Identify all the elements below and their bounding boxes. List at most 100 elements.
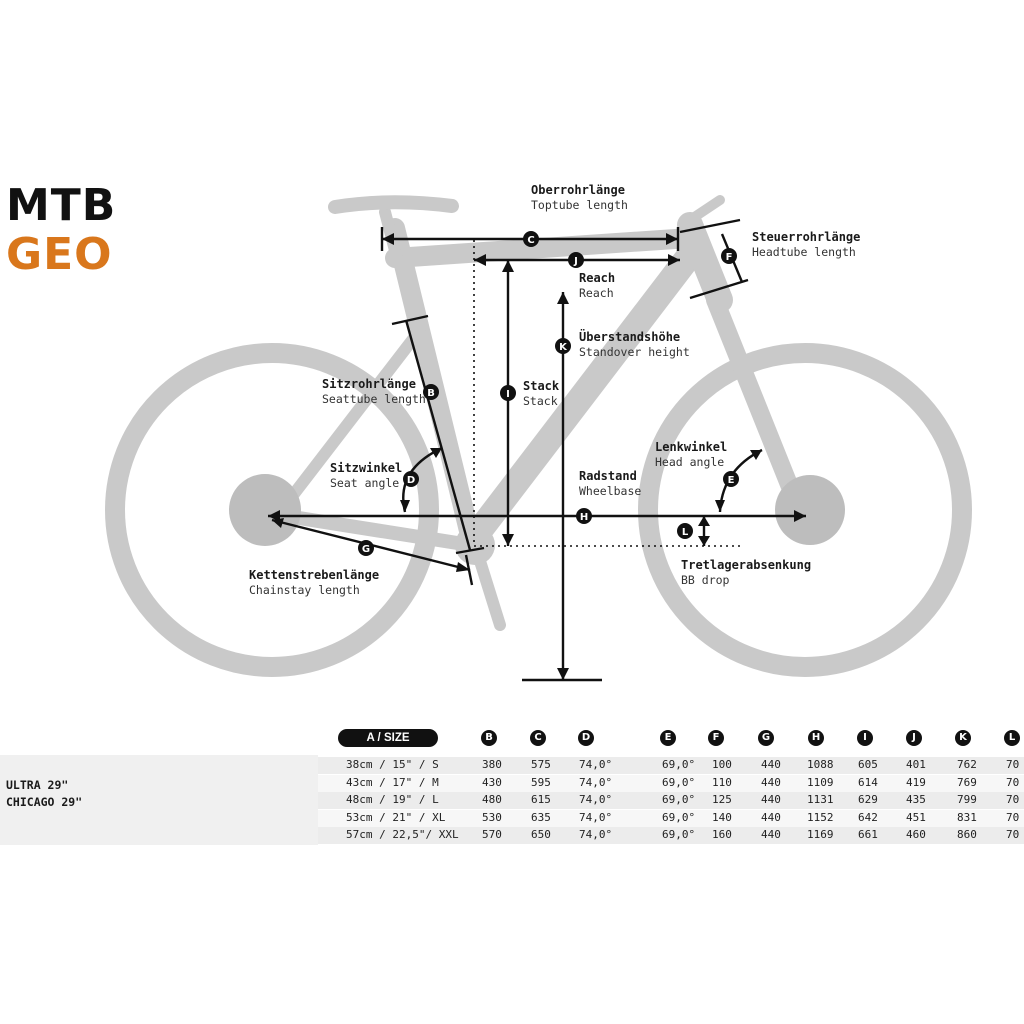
svg-text:C: C bbox=[527, 235, 534, 246]
label-de: Reach bbox=[579, 271, 616, 285]
value-cell-i: 629 bbox=[858, 793, 878, 806]
table-row-band bbox=[318, 827, 1024, 844]
svg-text:K: K bbox=[559, 342, 568, 353]
badge-h: H bbox=[576, 508, 592, 524]
value-cell-e: 69,0° bbox=[662, 793, 696, 806]
value-cell-h: 1169 bbox=[807, 828, 834, 841]
value-cell-j: 435 bbox=[906, 793, 926, 806]
value-cell-k: 762 bbox=[957, 758, 977, 771]
svg-text:D: D bbox=[407, 475, 415, 486]
value-cell-c: 575 bbox=[531, 758, 551, 771]
chain-stay bbox=[273, 508, 477, 552]
value-cell-b: 570 bbox=[482, 828, 502, 841]
label-toptube: Oberrohrlänge Toptube length bbox=[531, 183, 628, 213]
size-cell: 48cm / 19" / L bbox=[346, 793, 439, 806]
svg-text:E: E bbox=[728, 475, 735, 486]
value-cell-b: 380 bbox=[482, 758, 502, 771]
svg-text:F: F bbox=[726, 252, 733, 263]
label-de: Stack bbox=[523, 379, 560, 393]
label-chainstay: Kettenstrebenlänge Chainstay length bbox=[249, 568, 379, 598]
label-de: Oberrohrlänge bbox=[531, 183, 625, 197]
column-badge-b: B bbox=[481, 730, 497, 746]
value-cell-e: 69,0° bbox=[662, 758, 696, 771]
seat-tube bbox=[385, 218, 480, 545]
label-en: BB drop bbox=[681, 573, 730, 587]
label-wheelbase: Radstand Wheelbase bbox=[579, 469, 641, 499]
value-cell-b: 430 bbox=[482, 775, 502, 789]
value-cell-g: 440 bbox=[761, 793, 781, 806]
svg-text:H: H bbox=[580, 512, 588, 523]
table-row-band bbox=[318, 774, 1024, 792]
arrowheads bbox=[268, 233, 806, 680]
badge-e: E bbox=[723, 471, 739, 487]
saddle bbox=[328, 195, 459, 214]
value-cell-i: 605 bbox=[858, 758, 878, 771]
label-de: Steuerrohrlänge bbox=[752, 230, 861, 244]
column-badge-e: E bbox=[660, 730, 676, 746]
value-cell-j: 401 bbox=[906, 758, 926, 771]
badge-f: F bbox=[721, 248, 737, 264]
value-cell-e: 69,0° bbox=[662, 775, 696, 789]
label-seattube: Sitzrohrlänge Seattube length bbox=[322, 377, 426, 407]
size-cell: 43cm / 17" / M bbox=[346, 775, 439, 789]
label-stack: Stack Stack bbox=[523, 379, 559, 409]
value-cell-c: 635 bbox=[531, 810, 551, 824]
svg-text:I: I bbox=[506, 389, 510, 400]
value-cell-f: 110 bbox=[712, 775, 732, 789]
column-badge-l: L bbox=[1004, 730, 1020, 746]
value-cell-g: 440 bbox=[761, 810, 781, 824]
size-cell: 53cm / 21" / XL bbox=[346, 810, 446, 824]
value-cell-l: 70 bbox=[1006, 810, 1020, 824]
badge-g: G bbox=[358, 540, 374, 556]
value-cell-g: 440 bbox=[761, 758, 781, 771]
label-headtube: Steuerrohrlänge Headtube length bbox=[752, 230, 860, 260]
label-de: Kettenstrebenlänge bbox=[249, 568, 380, 582]
value-cell-l: 70 bbox=[1006, 758, 1020, 771]
value-cell-g: 440 bbox=[761, 775, 781, 789]
label-en: Wheelbase bbox=[579, 484, 642, 498]
badge-l: L bbox=[677, 523, 693, 539]
value-cell-c: 615 bbox=[531, 793, 551, 806]
value-cell-k: 831 bbox=[957, 810, 977, 824]
title-mtb: MTB bbox=[6, 180, 117, 231]
label-en: Chainstay length bbox=[249, 583, 360, 597]
badge-k: K bbox=[555, 338, 571, 354]
value-cell-b: 530 bbox=[482, 810, 502, 824]
label-en: Stack bbox=[523, 394, 558, 408]
label-reach: Reach Reach bbox=[579, 271, 615, 301]
value-cell-i: 661 bbox=[858, 828, 878, 841]
value-cell-c: 650 bbox=[531, 828, 551, 841]
chainring bbox=[455, 525, 495, 565]
value-cell-k: 860 bbox=[957, 828, 977, 841]
badge-j: J bbox=[568, 252, 584, 268]
value-cell-l: 70 bbox=[1006, 828, 1020, 841]
model-panel: ULTRA 29" CHICAGO 29" bbox=[0, 755, 318, 845]
size-cell: 38cm / 15" / S bbox=[346, 758, 439, 771]
label-en: Toptube length bbox=[531, 198, 628, 212]
value-cell-l: 70 bbox=[1006, 775, 1020, 789]
badge-d: D bbox=[403, 471, 419, 487]
label-en: Seat angle bbox=[330, 476, 400, 490]
line-b-seattube bbox=[404, 319, 472, 551]
value-cell-f: 160 bbox=[712, 828, 732, 841]
size-cell: 57cm / 22,5"/ XXL bbox=[346, 828, 459, 841]
column-badge-i: I bbox=[857, 730, 873, 746]
down-tube bbox=[467, 242, 703, 543]
svg-text:L: L bbox=[682, 527, 689, 538]
value-cell-i: 614 bbox=[858, 775, 878, 789]
value-cell-f: 125 bbox=[712, 793, 732, 806]
value-cell-h: 1088 bbox=[807, 758, 834, 771]
svg-text:G: G bbox=[362, 544, 370, 555]
value-cell-k: 769 bbox=[957, 775, 977, 789]
svg-text:B: B bbox=[427, 388, 435, 399]
badge-i: I bbox=[500, 385, 516, 401]
table-row-band bbox=[318, 792, 1024, 809]
value-cell-d: 74,0° bbox=[579, 828, 613, 841]
value-cell-j: 460 bbox=[906, 828, 926, 841]
bike-diagram: C J F K B I D E H L G bbox=[105, 195, 972, 682]
size-column-header: A / SIZE bbox=[338, 729, 438, 747]
label-de: Sitzwinkel bbox=[330, 461, 403, 475]
value-cell-d: 74,0° bbox=[579, 758, 613, 771]
value-cell-g: 440 bbox=[761, 828, 781, 841]
model-name: CHICAGO 29" bbox=[6, 795, 83, 809]
